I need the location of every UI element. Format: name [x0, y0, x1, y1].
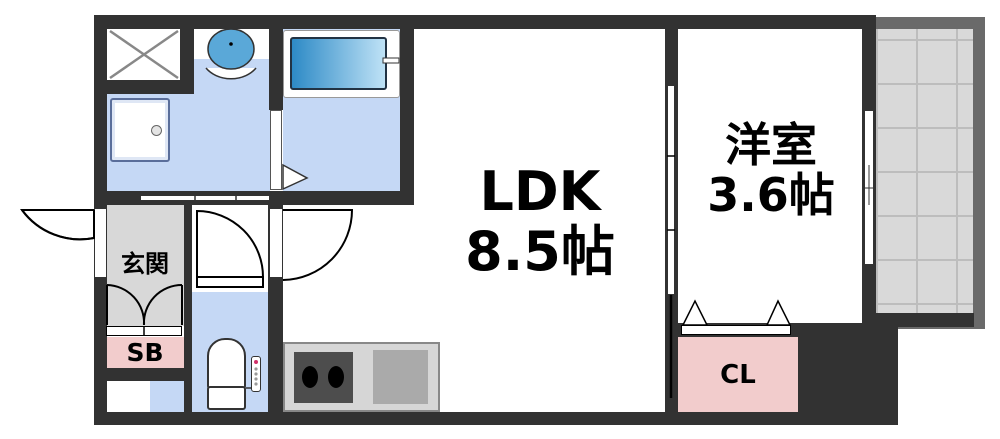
shoe-box — [106, 337, 184, 368]
bathtub — [290, 37, 387, 90]
closet-door-left-icon — [681, 299, 709, 326]
toilet-door-swing-icon — [196, 209, 265, 278]
toilet-button — [254, 360, 258, 364]
bath-door-indicator-icon — [282, 163, 309, 191]
room-label-entrance: 玄関 — [121, 250, 169, 278]
room-label-ldk: LDK 8.5帖 — [440, 165, 640, 279]
ldk-size: 8.5帖 — [465, 220, 615, 283]
room-label-shoe-box: SB — [126, 338, 164, 367]
wall-washer-box-right — [180, 15, 194, 85]
wall-bottom-right-block — [798, 323, 898, 425]
shoe-box-doors-icon — [106, 283, 183, 326]
wall-bottom — [94, 412, 898, 425]
closet — [678, 337, 798, 412]
closet-rail — [681, 325, 791, 335]
wall-washer-box-bottom — [94, 80, 194, 94]
entrance-floor — [106, 205, 184, 326]
room-label-western: 洋室 3.6帖 — [680, 122, 862, 218]
ldk-door-opening[interactable] — [269, 208, 283, 278]
wall-bath-right — [400, 15, 414, 205]
western-name: 洋室 — [725, 118, 817, 172]
drain — [151, 125, 162, 136]
balcony-floor — [876, 29, 973, 323]
washbasin-icon — [205, 67, 257, 80]
washbasin-bowl — [207, 28, 255, 70]
wall-top — [94, 15, 876, 29]
room-label-closet: CL — [720, 360, 756, 390]
ldk-name: LDK — [479, 160, 601, 223]
kitchen-sink — [373, 350, 428, 404]
closet-door-right-icon — [765, 299, 792, 326]
western-size: 3.6帖 — [707, 168, 835, 222]
wall-sb-bottom — [94, 368, 192, 381]
front-door-opening[interactable] — [94, 208, 107, 278]
burner-left — [302, 366, 318, 388]
washroom-sliding-door[interactable] — [140, 195, 270, 201]
wall-entrance-right — [184, 191, 192, 412]
wall-balcony-bottom — [862, 313, 974, 327]
burner-right — [328, 366, 344, 388]
ldk-door-swing-icon — [282, 209, 354, 281]
bath-sliding-door[interactable] — [270, 110, 282, 190]
toilet-tank — [207, 386, 246, 410]
small-storage-floor — [150, 381, 186, 412]
washing-machine-x-icon — [109, 29, 179, 80]
wall-bath-left — [269, 15, 283, 110]
western-sliding-door[interactable] — [667, 85, 675, 295]
